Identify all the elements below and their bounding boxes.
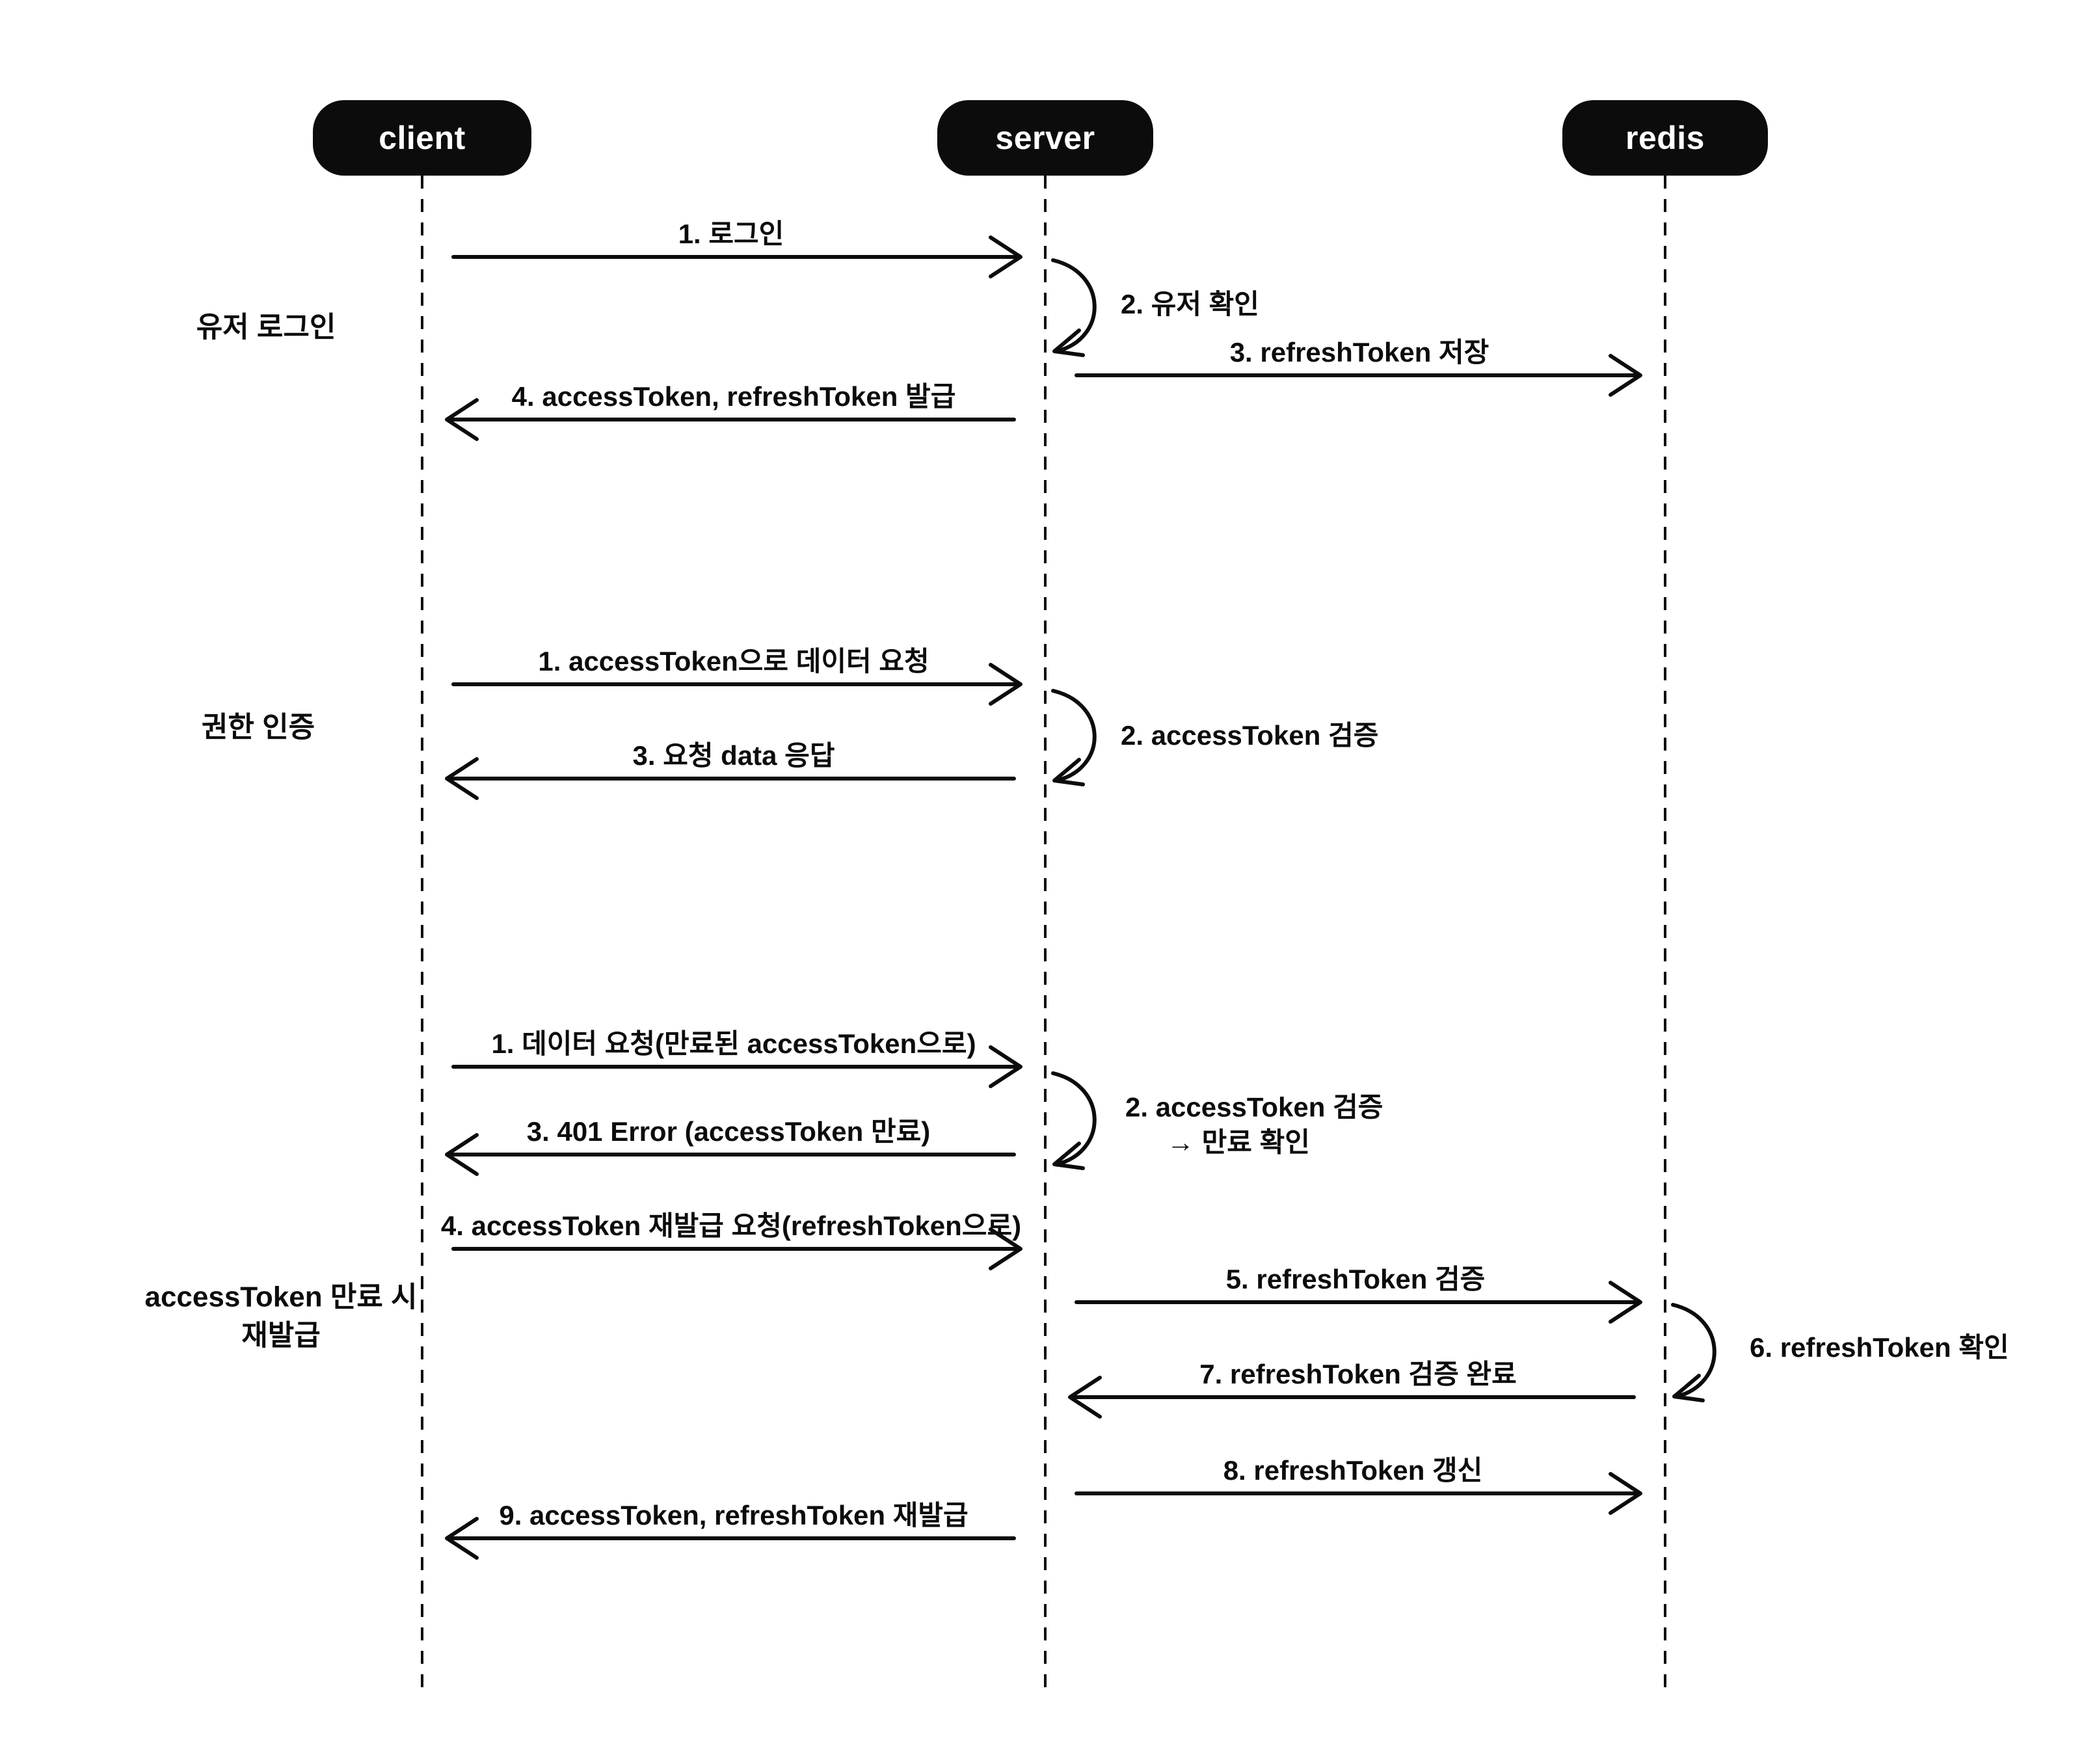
arrowhead-icon-7 [445, 757, 479, 800]
actor-pill-server: server [937, 100, 1153, 176]
message-label-5: 1. accessToken으로 데이터 요청 [538, 645, 929, 676]
actor-label: server [995, 120, 1095, 156]
actor-pill-redis: redis [1562, 100, 1768, 176]
self-loop-arc-9 [1051, 1071, 1097, 1166]
arrowhead-icon-1 [989, 235, 1022, 278]
arrowhead-icon-8 [989, 1045, 1022, 1088]
message-label-1: 1. 로그인 [678, 218, 784, 249]
self-loop-label-line1: 6. refreshToken 확인 [1750, 1332, 2009, 1363]
self-loop-arc-13 [1671, 1303, 1717, 1398]
arrowhead-icon-14 [1068, 1376, 1102, 1419]
message-label-10: 3. 401 Error (accessToken 만료) [526, 1116, 931, 1147]
section-label-3: accessToken 만료 시 재발급 [144, 1281, 418, 1352]
self-loop-label-line1: 2. accessToken 검증 [1121, 720, 1379, 751]
self-loop-label-line2: → 만료 확인 [1167, 1127, 1310, 1157]
section-label-1: 유저 로그인 [196, 311, 336, 343]
self-loop-arc-6 [1051, 689, 1097, 782]
self-loop-arrowhead-icon-9 [1052, 1142, 1085, 1170]
self-loop-label-9: 2. accessToken 검증 → 만료 확인 [1125, 1089, 1383, 1160]
message-label-15: 8. refreshToken 갱신 [1223, 1454, 1483, 1486]
message-label-14: 7. refreshToken 검증 완료 [1199, 1358, 1517, 1389]
arrowhead-icon-15 [1609, 1472, 1642, 1515]
actor-pill-client: client [313, 100, 531, 176]
arrowhead-icon-10 [445, 1133, 479, 1176]
self-loop-label-13: 6. refreshToken 확인 [1750, 1330, 2009, 1365]
arrowhead-icon-11 [989, 1227, 1022, 1270]
message-label-16: 9. accessToken, refreshToken 재발급 [499, 1499, 969, 1530]
actor-label: client [379, 120, 466, 156]
self-loop-arc-2 [1051, 258, 1097, 353]
self-loop-arrowhead-icon-13 [1672, 1374, 1705, 1402]
arrowhead-icon-12 [1609, 1281, 1642, 1324]
message-label-7: 3. 요청 data 응답 [632, 740, 835, 771]
message-label-11: 4. accessToken 재발급 요청(refreshToken으로) [440, 1210, 1022, 1241]
message-label-12: 5. refreshToken 검증 [1225, 1263, 1486, 1294]
self-loop-arrowhead-icon-6 [1052, 758, 1085, 786]
arrowhead-icon-4 [445, 398, 479, 441]
self-loop-label-2: 2. 유저 확인 [1121, 287, 1259, 322]
arrowhead-icon-16 [445, 1517, 479, 1560]
arrowhead-icon-3 [1609, 354, 1642, 397]
message-label-4: 4. accessToken, refreshToken 발급 [511, 381, 956, 412]
message-label-3: 3. refreshToken 저장 [1229, 336, 1490, 368]
arrowhead-icon-5 [989, 663, 1022, 706]
section-label-2: 권한 인증 [201, 711, 315, 743]
self-loop-label-line1: 2. 유저 확인 [1121, 289, 1259, 320]
self-loop-label-6: 2. accessToken 검증 [1121, 718, 1378, 753]
self-loop-label-line1: 2. accessToken 검증 [1125, 1091, 1383, 1123]
actor-label: redis [1625, 120, 1705, 156]
message-label-8: 1. 데이터 요청(만료된 accessToken으로) [491, 1028, 976, 1059]
self-loop-arrowhead-icon-2 [1052, 328, 1085, 357]
